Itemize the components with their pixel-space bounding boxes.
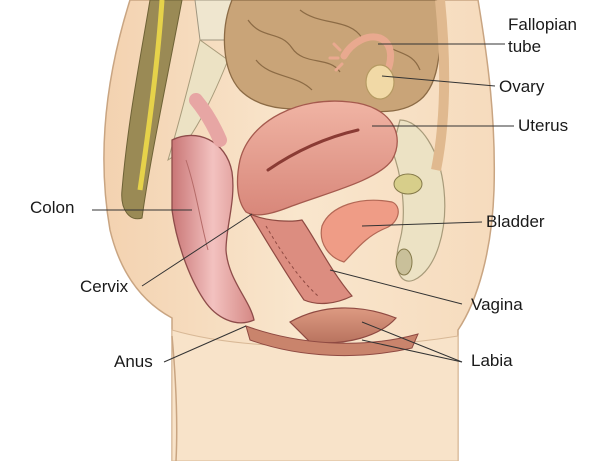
label-labia: Labia bbox=[471, 351, 513, 370]
label-cervix: Cervix bbox=[80, 277, 129, 296]
colon bbox=[171, 93, 255, 324]
leader-vagina bbox=[329, 269, 463, 305]
labia bbox=[245, 307, 419, 357]
label-anus: Anus bbox=[114, 352, 153, 371]
leader-labia-2 bbox=[361, 339, 463, 363]
leader-bladder bbox=[361, 221, 483, 227]
pubic-bone bbox=[391, 0, 450, 282]
leader-lines bbox=[92, 43, 514, 363]
vaginal-canal bbox=[248, 212, 353, 305]
label-colon: Colon bbox=[30, 198, 75, 217]
label-fallopian-tube-line2: tube bbox=[508, 37, 542, 56]
bladder bbox=[320, 199, 399, 263]
label-ovary: Ovary bbox=[499, 77, 545, 96]
uterus bbox=[236, 100, 398, 216]
label-uterus: Uterus bbox=[518, 116, 569, 135]
label-fallopian-tube-line1: Fallopian bbox=[508, 15, 577, 34]
leader-labia-1 bbox=[361, 321, 463, 363]
label-vagina: Vagina bbox=[471, 295, 523, 314]
intestine-loops bbox=[223, 0, 441, 113]
leader-ovary bbox=[381, 75, 496, 87]
leader-anus bbox=[163, 325, 247, 363]
fallopian-tube-ovary bbox=[328, 33, 395, 100]
leader-cervix bbox=[141, 213, 253, 287]
label-bladder: Bladder bbox=[486, 212, 545, 231]
